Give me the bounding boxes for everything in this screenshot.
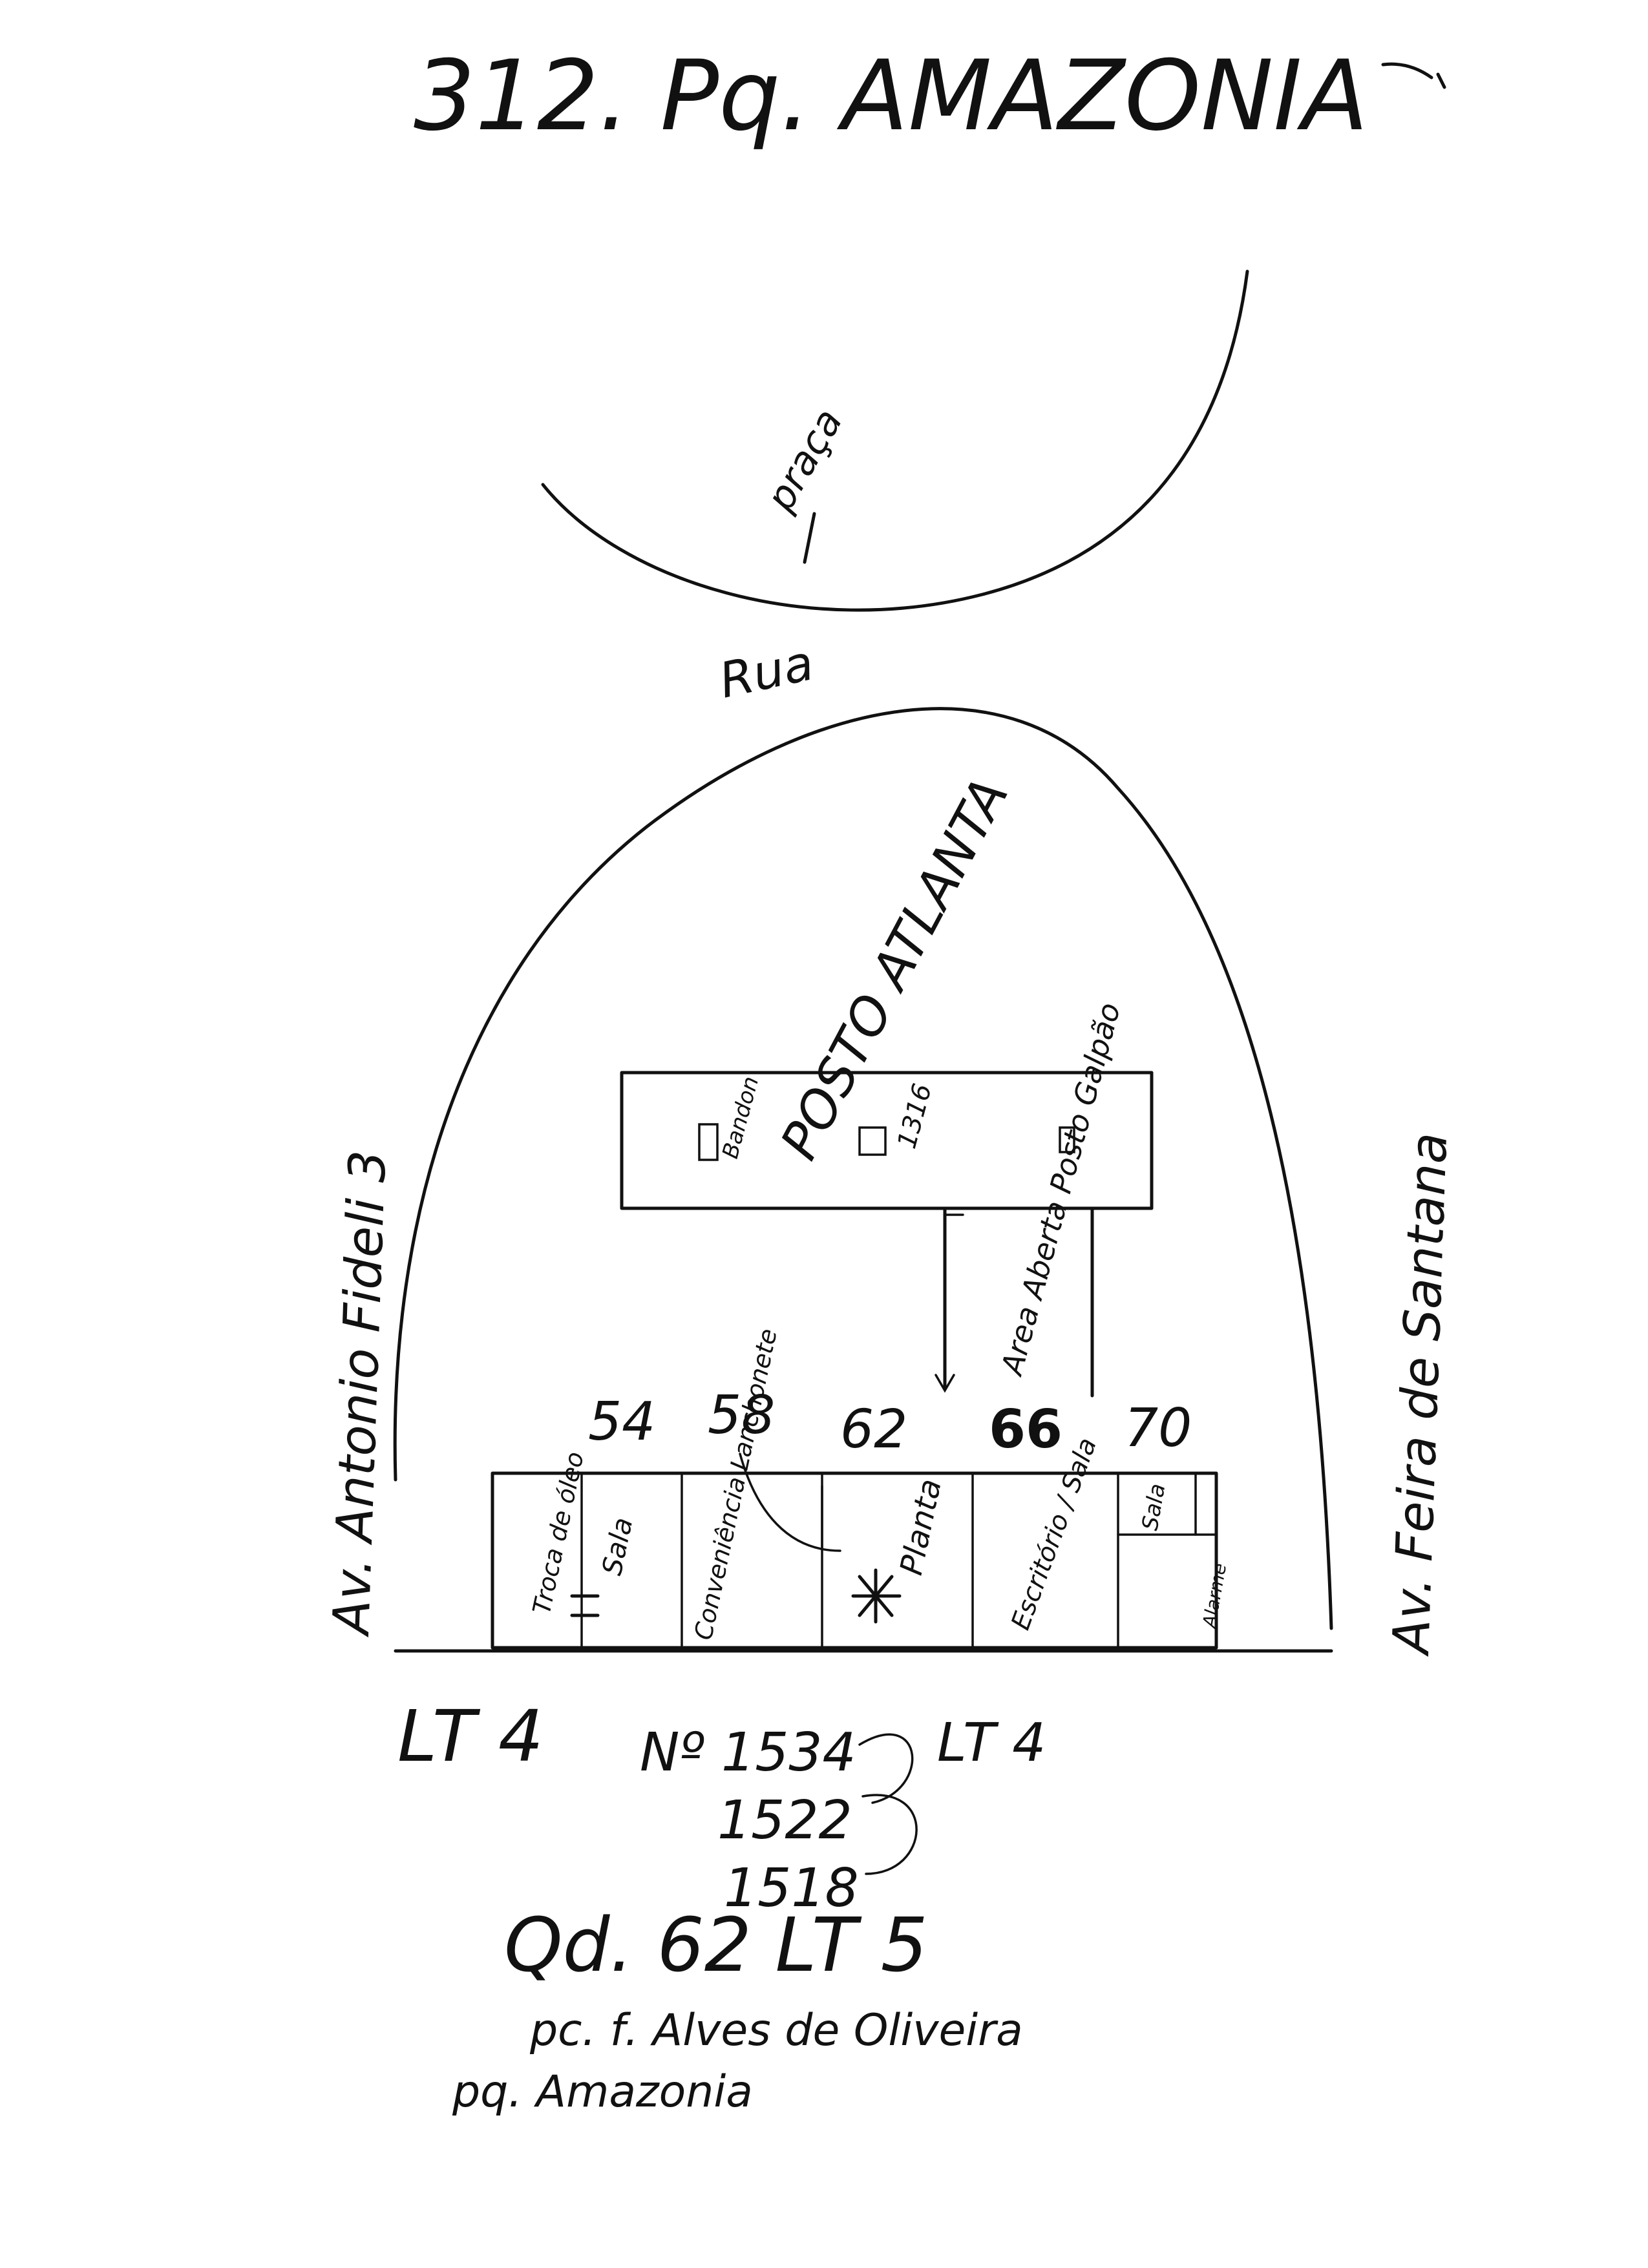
number-54: 54	[588, 1391, 655, 1453]
lot-qd: Qd. 62 LT 5	[504, 1902, 928, 1989]
left-avenue-label: Av. Antonio Fideli 3	[322, 1150, 397, 1639]
open-area-arrow	[935, 1374, 955, 1393]
building-strip	[491, 1471, 1218, 1650]
right-avenue-label: Av. Feira de Santana	[1382, 1131, 1459, 1657]
lot-arrow-1	[858, 1733, 914, 1804]
number-70: 70	[1125, 1398, 1192, 1459]
unit-label-2: Sala	[596, 1515, 639, 1578]
lot-neighborhood: pq. Amazonia	[452, 2066, 753, 2117]
number-58: 58	[708, 1385, 775, 1446]
lot-lt: LT 4	[397, 1695, 544, 1778]
rua-label: Rua	[714, 634, 818, 709]
unit-label-4: Planta	[893, 1476, 949, 1579]
unit-label-5: Escritório / Sala	[1006, 1434, 1103, 1633]
open-area-note: Area Aberta Posto Galpão	[994, 999, 1127, 1380]
pump-1	[698, 1123, 719, 1161]
block-arch	[393, 707, 1333, 1630]
lot-street: pc. f. Alves de Oliveira	[529, 2005, 1023, 2056]
pump-3	[1059, 1126, 1075, 1153]
praca-arc	[541, 269, 1249, 612]
gas-station-number: 1316	[892, 1080, 938, 1151]
number-62: 62	[840, 1399, 907, 1460]
praca-tick	[803, 512, 816, 564]
corner-scribble	[1381, 62, 1446, 89]
lot-number-1: Nº 1534	[640, 1722, 856, 1783]
lot-arrow-2	[861, 1794, 918, 1875]
door-arc	[739, 1453, 841, 1552]
praca-label: praça	[757, 401, 852, 519]
lot-number-3: 1518	[724, 1858, 859, 1919]
number-66: 66	[989, 1399, 1062, 1460]
unit-label-6: Sala	[1137, 1482, 1170, 1533]
small-cap-mark	[570, 1594, 600, 1617]
pump-2	[858, 1126, 887, 1156]
sketch-title: 312. Pq. AMAZONIA	[414, 40, 1368, 152]
unit-label-3: Conveniência Lanchonete	[689, 1326, 783, 1643]
gas-station-box-label: Bandon	[717, 1074, 764, 1162]
lot-number-2: 1522	[717, 1790, 852, 1851]
lot-lt-side: LT 4	[937, 1712, 1046, 1774]
gas-station-box	[620, 1071, 1154, 1210]
gas-station-label: POSTO ATLANTA	[769, 768, 1020, 1169]
star-mark	[851, 1568, 902, 1624]
unit-label-7: Alarme	[1198, 1562, 1231, 1630]
